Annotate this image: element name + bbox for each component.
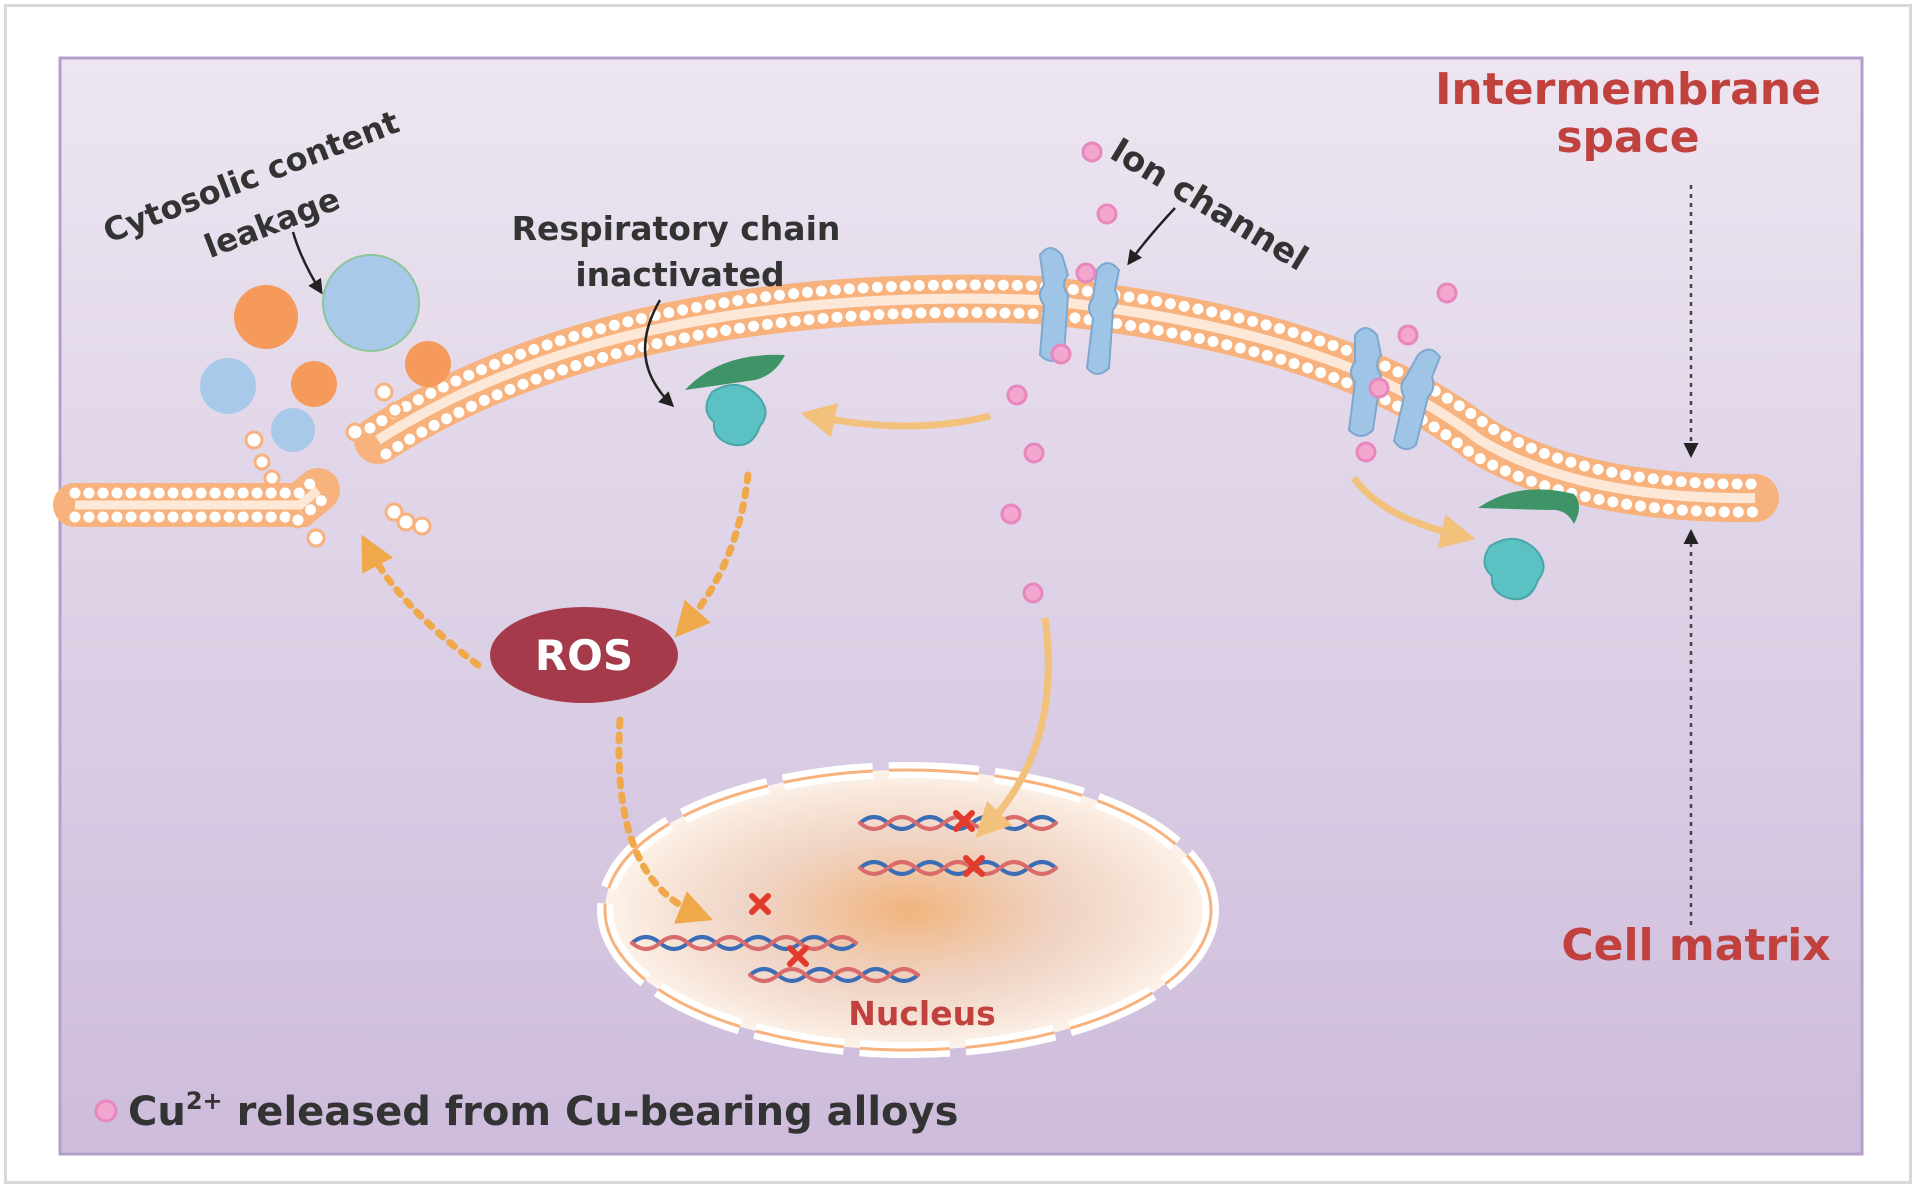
label-intermembrane-space-line2: space — [1556, 112, 1699, 163]
cytosolic-content-blobs — [200, 254, 451, 452]
legend-prefix: Cu — [128, 1089, 186, 1135]
label-respiratory-chain-line2: inactivated — [575, 255, 784, 294]
legend-cu-ion-icon — [94, 1099, 118, 1123]
legend-text: Cu2+ released from Cu-bearing alloys — [128, 1087, 958, 1135]
membrane-left — [53, 468, 340, 527]
ros-node — [490, 607, 678, 703]
dna-damaged — [630, 815, 1058, 983]
label-cell-matrix: Cell matrix — [1561, 920, 1830, 971]
legend-superscript: 2+ — [186, 1087, 223, 1115]
label-nucleus: Nucleus — [848, 994, 996, 1033]
respiratory-complex — [1478, 489, 1579, 601]
dna-break-markers — [749, 810, 985, 967]
ion-channel-2 — [1347, 327, 1442, 451]
legend-suffix: released from Cu-bearing alloys — [223, 1089, 959, 1135]
label-intermembrane-space-line1: Intermembrane — [1435, 64, 1821, 115]
membrane-right — [354, 274, 1779, 523]
ion-channel-1 — [1038, 247, 1121, 375]
respiratory-complex-inactivated — [685, 354, 785, 447]
process-arrows — [361, 403, 1476, 924]
pointer-arrows — [291, 207, 1176, 408]
cu-ions — [1000, 141, 1458, 604]
label-respiratory-chain-line1: Respiratory chain — [512, 209, 841, 248]
leaking-debris — [244, 382, 432, 548]
legend: Cu2+ released from Cu-bearing alloys — [94, 1087, 958, 1135]
label-ros: ROS — [535, 631, 633, 680]
